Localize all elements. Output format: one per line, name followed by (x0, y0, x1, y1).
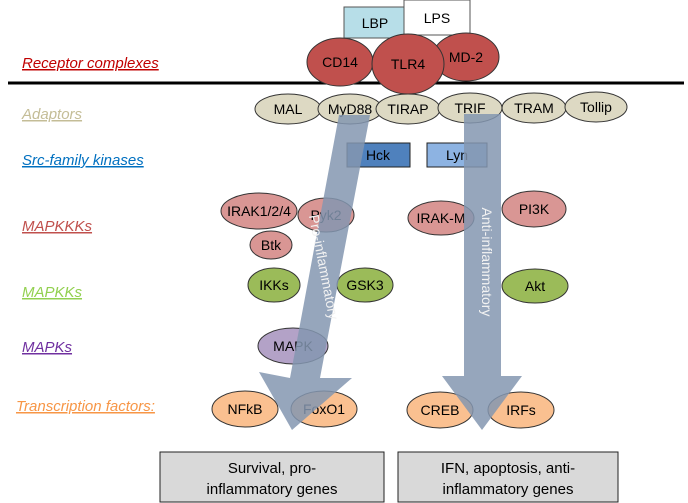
adaptor-row: MAL MyD88 TIRAP TRIF TRAM Tollip (254, 91, 628, 125)
adaptor-tollip-label: Tollip (580, 99, 612, 115)
row-label-receptor-complexes: Receptor complexes (22, 55, 159, 72)
adaptor-tollip (564, 91, 628, 123)
lps-box (403, 0, 471, 36)
adaptor-tirap-label: TIRAP (387, 101, 428, 117)
row-label-transcription-factors: Transcription factors: (16, 398, 155, 415)
mapkkk-irak124 (220, 192, 298, 230)
mapkk-ikks-label: IKKs (259, 277, 289, 293)
outcome-anti-line1: IFN, apoptosis, anti- (441, 460, 575, 477)
mapkkk-pi3k-label: PI3K (519, 201, 550, 217)
src-kinase-hck-label: Hck (366, 147, 391, 163)
row-label-src-family-kinases: Src-family kinases (22, 152, 144, 169)
outcome-anti-line2: inflammatory genes (443, 481, 574, 498)
outcome-pro-line2: inflammatory genes (207, 481, 338, 498)
md2-label: MD-2 (449, 49, 483, 65)
tf-nfkb-label: NFkB (228, 401, 263, 417)
tlr4-label: TLR4 (391, 56, 425, 72)
cd14-label: CD14 (322, 54, 358, 70)
anti-inflammatory-arrow-shape (442, 114, 522, 430)
adaptor-mal-label: MAL (274, 101, 303, 117)
src-kinase-lyn-label: Lyn (446, 147, 468, 163)
tf-irfs-label: IRFs (506, 402, 536, 418)
row-label-adaptors: Adaptors (21, 106, 83, 123)
adaptor-tram-label: TRAM (514, 100, 554, 116)
mapkk-ikks (247, 267, 301, 303)
outcome-box-pro (159, 451, 385, 503)
lbp-label: LBP (362, 15, 388, 31)
mapkkk-irak-m-label: IRAK-M (417, 210, 466, 226)
anti-inflammatory-arrow-label: Anti-inflammatory (479, 208, 495, 317)
adaptor-trif-label: TRIF (454, 100, 485, 116)
pro-inflammatory-arrow: Pro-inflammatory (259, 115, 370, 430)
mapkk-akt (501, 268, 569, 304)
mapkkk-irak124-label: IRAK1/2/4 (227, 203, 291, 219)
anti-inflammatory-arrow: Anti-inflammatory (442, 114, 522, 430)
lps-label: LPS (424, 10, 450, 26)
row-label-mapkks: MAPKKs (22, 284, 83, 301)
row-labels: Receptor complexes Adaptors Src-family k… (16, 55, 159, 415)
pro-inflammatory-arrow-shape (259, 115, 370, 430)
row-label-mapkkks: MAPKKKs (22, 218, 93, 235)
outcome-box-anti (397, 451, 619, 503)
outcome-pro-line1: Survival, pro- (228, 460, 316, 477)
mapkk-akt-label: Akt (525, 278, 545, 294)
tf-creb-label: CREB (421, 402, 460, 418)
mapkk-gsk3-label: GSK3 (346, 277, 384, 293)
mapkkk-pi3k (501, 190, 567, 228)
mapkkk-btk-label: Btk (261, 237, 282, 253)
adaptor-myd88-label: MyD88 (328, 101, 373, 117)
row-label-mapks: MAPKs (22, 339, 73, 356)
mapkkk-btk (249, 230, 293, 260)
tf-nfkb (211, 390, 279, 428)
